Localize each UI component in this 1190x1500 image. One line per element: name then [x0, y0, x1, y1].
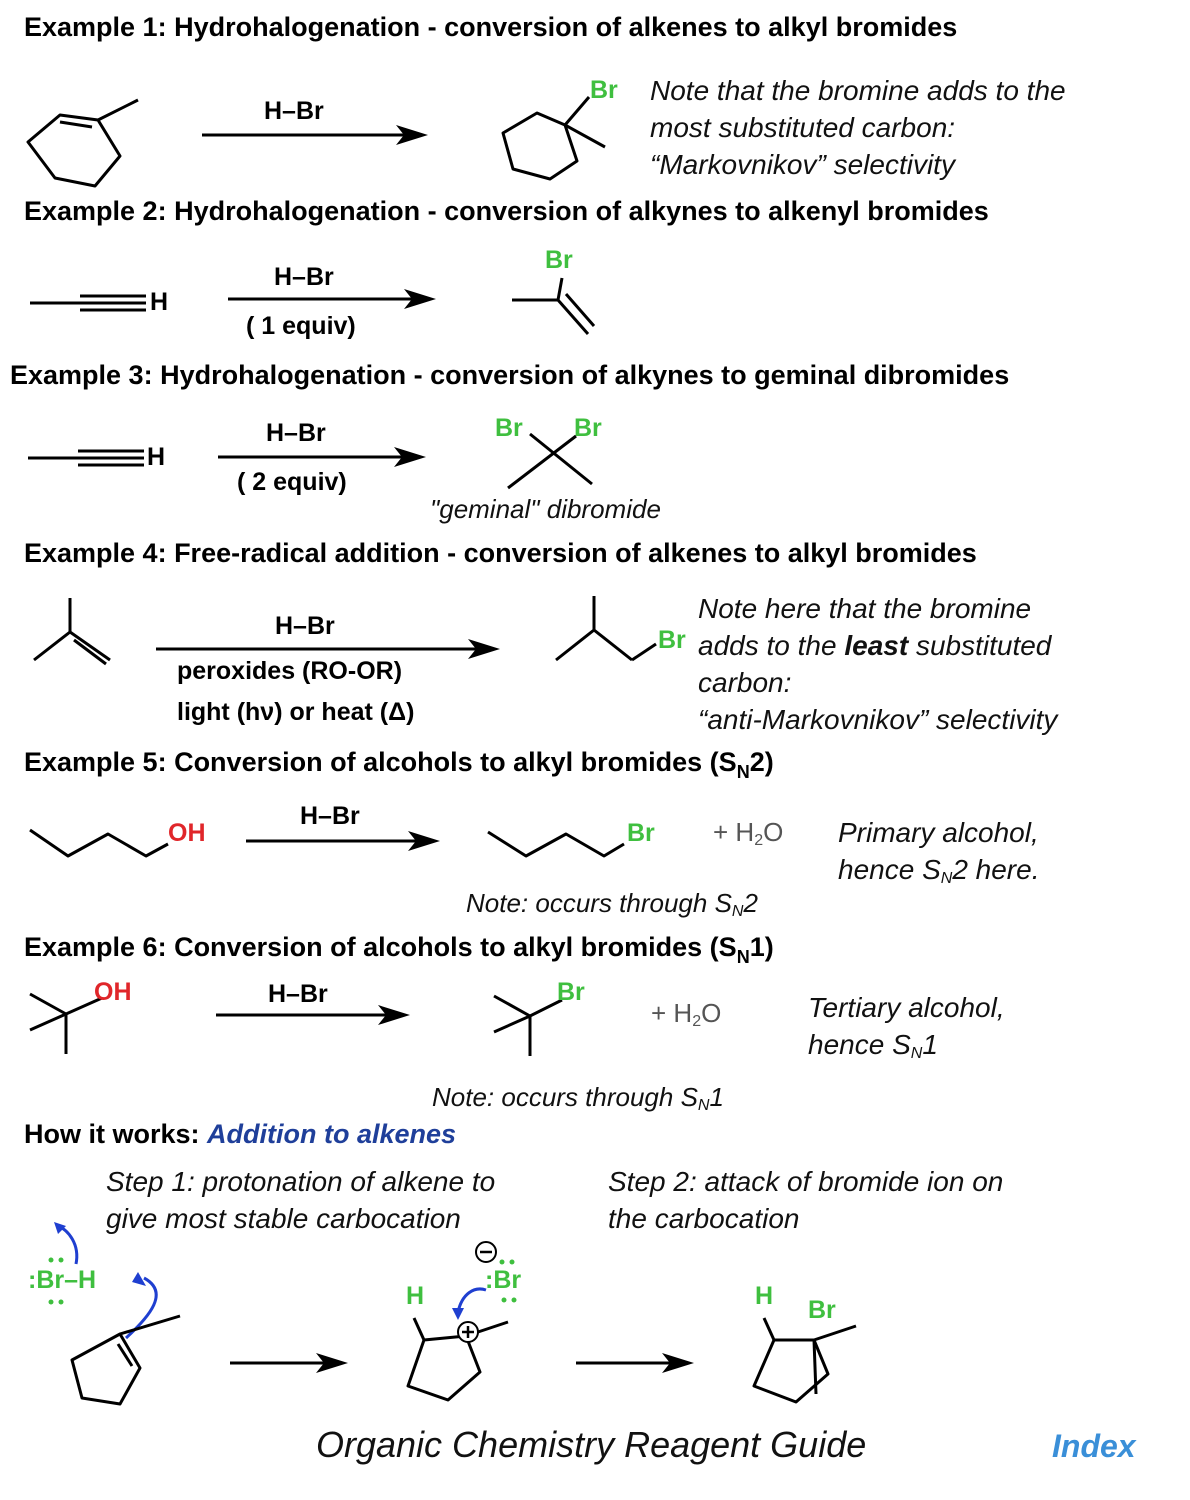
tert-butyl-bromide-structure	[493, 994, 563, 1056]
hydroxyl-label-5: OH	[168, 819, 206, 847]
carbocation-structure	[406, 1317, 509, 1402]
reagent-hbr-5: H–Br	[300, 802, 360, 830]
note-anti-markovnikov: Note here that the bromine adds to the l…	[698, 593, 1058, 735]
equiv-label-2: ( 1 equiv)	[246, 312, 356, 340]
example-2-heading: Example 2: Hydrohalogenation - conversio…	[24, 196, 989, 226]
reaction-arrow-4	[156, 639, 500, 659]
note-markovnikov: Note that the bromine adds to the most s…	[650, 75, 1066, 180]
bromomethylcyclopentane-structure	[501, 96, 606, 181]
hydrogen-label-2: H	[150, 288, 169, 316]
example-6-heading: Example 6: Conversion of alcohols to alk…	[24, 932, 774, 967]
lone-pair-dots-hbr	[48, 1257, 64, 1305]
bromine-label-3a: Br	[495, 414, 523, 442]
reagent-hbr-4: H–Br	[275, 612, 335, 640]
condition-peroxides: peroxides (RO-OR)	[177, 657, 403, 685]
note-tertiary-alcohol: Tertiary alcohol, hence SN1	[808, 992, 1005, 1062]
reaction-arrow-5	[246, 831, 440, 851]
bromine-label-4: Br	[658, 626, 686, 654]
tert-butanol-structure	[29, 992, 103, 1054]
reagent-hbr-3: H–Br	[266, 419, 326, 447]
footer-title: Organic Chemistry Reagent Guide	[316, 1424, 867, 1465]
vinyl-bromide-structure	[512, 277, 596, 335]
equiv-label-3: ( 2 equiv)	[237, 468, 347, 496]
bromine-label-6: Br	[557, 978, 585, 1006]
water-byproduct-5: + H2O	[713, 817, 784, 849]
step-1-description: Step 1: protonation of alkene to give mo…	[106, 1166, 496, 1234]
addition-to-alkenes-link[interactable]: Addition to alkenes	[207, 1119, 457, 1149]
note-primary-alcohol: Primary alcohol, hence SN2 here.	[838, 817, 1040, 887]
bromide-charge-and-lone-pairs	[475, 1241, 517, 1303]
mechanism-heading: How it works: Addition to alkenes	[24, 1119, 457, 1149]
reaction-arrow-2	[228, 289, 436, 309]
mechanism-arrow-1	[230, 1353, 348, 1373]
curved-arrow-bromide-attack	[452, 1287, 487, 1320]
bromine-label-product: Br	[808, 1296, 836, 1324]
hydrogen-label-3: H	[147, 443, 166, 471]
hydrogen-label-product: H	[755, 1282, 774, 1310]
step-2-description: Step 2: attack of bromide ion on the car…	[608, 1166, 1004, 1234]
hbr-reagent-label: :Br–H	[28, 1266, 97, 1294]
reaction-arrow-6	[216, 1005, 410, 1025]
bromine-label-3b: Br	[574, 414, 602, 442]
bromine-label-2: Br	[545, 246, 573, 274]
example-3-heading: Example 3: Hydrohalogenation - conversio…	[10, 360, 1010, 390]
isobutyl-bromide-structure	[555, 596, 657, 662]
condition-light-heat: light (hν) or heat (Δ)	[177, 698, 415, 726]
example-1-heading: Example 1: Hydrohalogenation - conversio…	[24, 12, 958, 42]
reaction-arrow-3	[218, 447, 426, 467]
reaction-arrow-1	[202, 125, 428, 145]
reagent-hbr-6: H–Br	[268, 980, 328, 1008]
hydrogen-label-carbocation: H	[406, 1282, 425, 1310]
example-5-heading: Example 5: Conversion of alcohols to alk…	[24, 747, 774, 782]
mechanism-arrow-2	[576, 1353, 694, 1373]
mechanism-alkene-structure	[70, 1314, 181, 1406]
example-4-heading: Example 4: Free-radical addition - conve…	[24, 538, 977, 568]
reagent-hbr-1: H–Br	[264, 97, 324, 125]
index-link[interactable]: Index	[1052, 1428, 1136, 1464]
water-byproduct-6: + H2O	[651, 998, 722, 1030]
bromine-label-5: Br	[627, 819, 655, 847]
butyl-bromide-structure	[487, 830, 625, 858]
caption-sn1: Note: occurs through SN1	[432, 1082, 724, 1114]
methylcyclopentene-structure	[26, 98, 139, 188]
geminal-caption: "geminal" dibromide	[430, 494, 661, 524]
butanol-structure	[29, 828, 169, 858]
hydroxyl-label-6: OH	[94, 978, 132, 1006]
bromine-label-1: Br	[590, 76, 618, 104]
caption-sn2: Note: occurs through SN2	[466, 888, 758, 920]
reagent-hbr-2: H–Br	[274, 263, 334, 291]
isobutylene-structure	[33, 598, 111, 666]
mechanism-product-structure	[752, 1317, 857, 1404]
bromide-ion-label: :Br	[485, 1266, 522, 1294]
geminal-dibromide-structure	[507, 432, 593, 490]
terminal-alkyne-structure-2	[28, 449, 144, 467]
curved-arrow-proton-transfer	[54, 1222, 158, 1340]
terminal-alkyne-structure-1	[30, 294, 146, 312]
